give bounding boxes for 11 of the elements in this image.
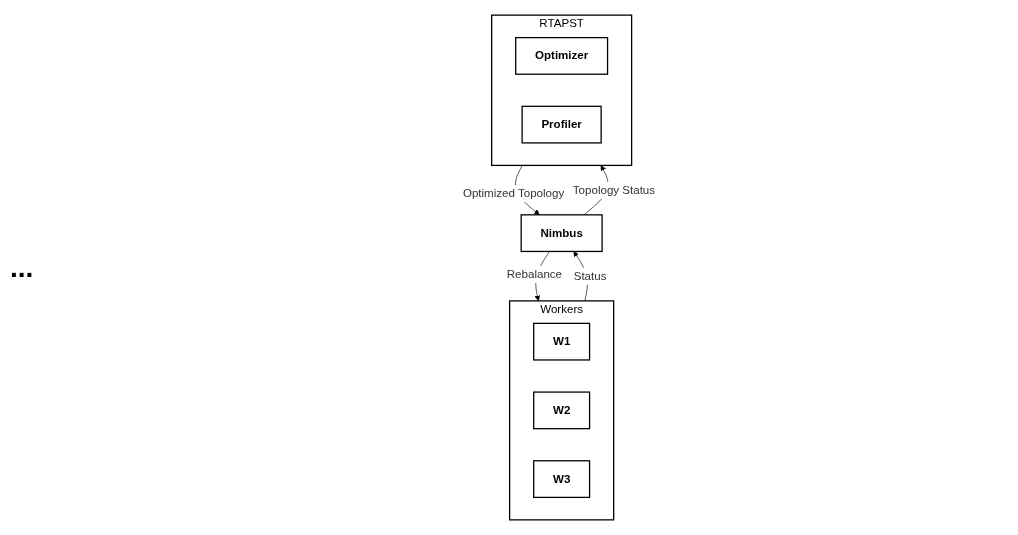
node-box: Nimbus <box>520 214 603 253</box>
node-box: Profiler <box>521 105 602 144</box>
node-box: W3 <box>533 460 591 499</box>
node-box: Optimizer <box>515 36 609 75</box>
node-box: W2 <box>533 391 591 430</box>
edge-label: Rebalance <box>506 267 563 281</box>
edge-label: Optimized Topology <box>462 186 565 200</box>
edge-label: Topology Status <box>572 183 656 197</box>
edge-label: Status <box>573 269 607 283</box>
node-box: W1 <box>533 322 591 361</box>
ellipsis-label: ... <box>10 251 35 284</box>
